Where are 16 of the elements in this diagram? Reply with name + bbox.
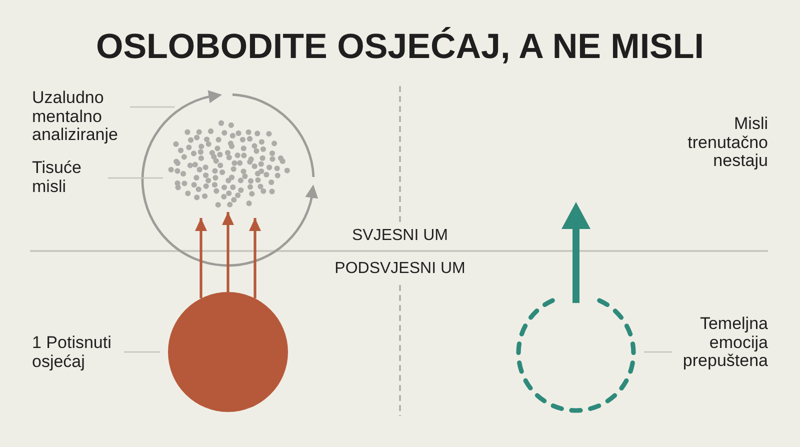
zone-label: PODSVJESNI UM [334,260,466,277]
leader-line [108,177,163,179]
arrow [222,212,234,292]
callout-label: Uzaludno mentalno analiziranje [32,88,118,144]
title: OSLOBODITE OSJEĆAJ, A NE MISLI [96,27,704,66]
callout-label: Tisuće misli [32,158,82,196]
arrow [195,218,207,298]
leader-line [130,106,175,108]
arrow [562,202,590,303]
zone-label: SVJESNI UM [352,227,448,244]
leader-line [644,351,672,353]
callout-label: 1 Potisnuti osjećaj [32,333,112,370]
callout-label: Temeljna emocija prepuštena [682,314,768,370]
callout-label: Misli trenutačno nestaju [688,114,768,170]
arrow [249,218,261,298]
leader-line [124,351,160,353]
